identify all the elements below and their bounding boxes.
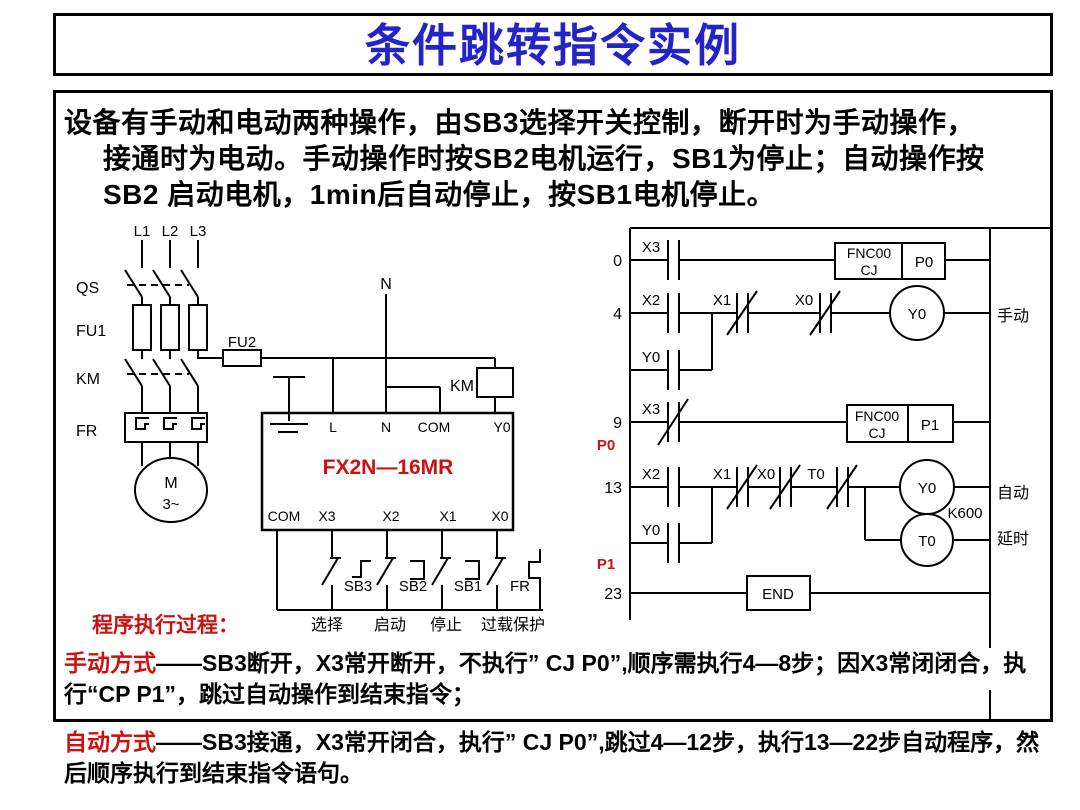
r13-note-auto: 自动 [997,484,1029,502]
motor-letter: M [164,475,177,492]
r0-pointer: P0 [915,254,933,271]
description-line-3: SB2 启动电机，1min后自动停止，按SB1电机停止。 [103,179,776,210]
rung-number-9: 9 [613,415,622,432]
r0-fnc-line2: CJ [860,262,877,278]
plc-terminal-n: N [381,419,391,435]
page-title: 条件跳转指令实例 [364,21,741,71]
r9-contact-x3: X3 [642,401,660,418]
r9-fnc-line1: FNC00 [855,408,900,424]
manual-mode-text: ——SB3断开，X3常开断开，不执行” CJ P0”,顺序需执行4—8步；因X3… [64,650,1027,707]
switch-sb2-label: SB2 [399,578,427,595]
r13-contact-x0: X0 [757,466,775,483]
plc-terminal-x2: X2 [382,508,399,524]
rung-number-13: 13 [604,480,622,497]
rung-number-0: 0 [613,253,622,270]
plc-terminal-l: L [329,419,337,435]
motor-phase: 3~ [162,496,179,513]
r13-contact-x2: X2 [642,466,660,483]
ladder-diagram [629,227,1050,722]
km-coil-label: KM [450,378,474,395]
r4-note-manual: 手动 [997,307,1029,325]
switch-sb1-label: SB1 [454,578,482,595]
ladder-labels: 0 4 9 13 23 P0 P1 X3 FNC00 CJ P0 X2 X1 X… [597,239,1029,603]
r4-coil-y0: Y0 [908,306,926,323]
r13-timer-constant: K600 [947,505,982,522]
r9-fnc-line2: CJ [868,425,885,441]
rung-number-4: 4 [613,306,622,323]
neutral-label: N [380,276,392,293]
r13-branch-y0: Y0 [642,522,660,539]
switch-function-overload: 过载保护 [481,616,545,634]
phase-label-l2: L2 [162,223,179,240]
r13-coil-t0: T0 [918,533,936,550]
auto-mode-text: ——SB3接通，X3常开闭合，执行” CJ P0”,跳过4—12步，执行13—2… [64,729,1040,786]
r9-pointer: P1 [921,417,939,434]
switch-function-select: 选择 [311,616,343,634]
phase-label-l3: L3 [190,223,207,240]
fr-label: FR [76,423,97,440]
manual-mode-label: 手动方式 [64,650,156,676]
r4-contact-x0: X0 [795,292,813,309]
jump-pointer-p0: P0 [597,437,615,454]
r13-contact-x1: X1 [713,466,731,483]
manual-mode-paragraph: 手动方式——SB3断开，X3常开断开，不执行” CJ P0”,顺序需执行4—8步… [64,648,1029,710]
qs-label: QS [76,280,99,297]
title-box: 条件跳转指令实例 [53,13,1053,76]
plc-terminal-com-in: COM [268,508,301,524]
switch-function-start: 启动 [374,616,406,634]
jump-pointer-p1: P1 [597,556,615,573]
description-line-2: 接通时为电动。手动操作时按SB2电机运行，SB1为停止；自动操作按 [103,143,985,174]
rung-number-23: 23 [604,586,622,603]
process-heading: 程序执行过程： [92,614,239,637]
r23-end: END [762,586,794,603]
auto-mode-paragraph: 自动方式——SB3接通，X3常开闭合，执行” CJ P0”,跳过4—12步，执行… [64,727,1059,789]
r4-contact-x1: X1 [713,292,731,309]
plc-terminal-x1: X1 [439,508,456,524]
km-label: KM [76,371,100,388]
r13-note-delay: 延时 [997,530,1029,548]
r13-coil-y0: Y0 [918,480,936,497]
plc-terminal-x3: X3 [318,508,335,524]
r4-branch-y0: Y0 [642,349,660,366]
phase-label-l1: L1 [134,223,151,240]
r4-contact-x2: X2 [642,292,660,309]
switch-fr-label: FR [510,578,530,595]
plc-model: FX2N—16MR [323,456,454,479]
plc-terminal-x0: X0 [491,508,508,524]
fu1-label: FU1 [76,323,106,340]
r0-contact-x3: X3 [642,239,660,256]
power-circuit [124,240,543,611]
switch-sb3-label: SB3 [344,578,372,595]
plc-terminal-y0: Y0 [493,419,510,435]
description-line-1: 设备有手动和电动两种操作，由SB3选择开关控制，断开时为手动操作， [64,107,975,138]
r0-fnc-line1: FNC00 [847,245,892,261]
switch-function-stop: 停止 [430,616,462,634]
power-circuit-labels: L1 L2 L3 QS FU1 KM FR FU2 N M 3~ KM L N … [76,223,545,634]
plc-terminal-com-out: COM [418,419,451,435]
fu2-label: FU2 [228,334,256,351]
auto-mode-label: 自动方式 [64,729,156,755]
r13-contact-t0: T0 [807,466,825,483]
